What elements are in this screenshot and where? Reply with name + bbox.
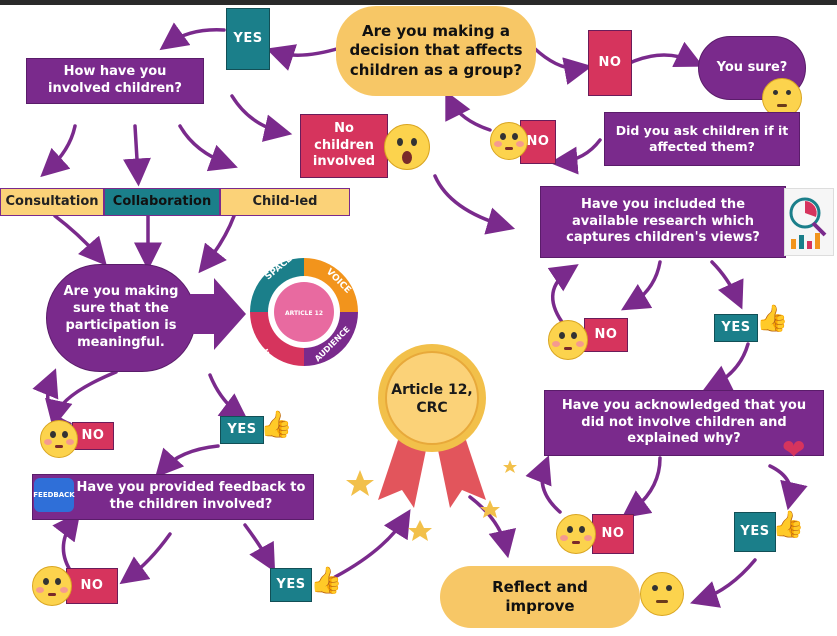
yes-research-node: YES bbox=[714, 314, 758, 342]
thumbs-up-icon-feedback: 👍 bbox=[310, 566, 343, 596]
no-ask-label: NO bbox=[526, 133, 550, 149]
yes-top-label: YES bbox=[233, 30, 263, 46]
no-research-node: NO bbox=[584, 318, 628, 352]
no-top-node: NO bbox=[588, 30, 632, 96]
flushed-emoji-ack bbox=[556, 514, 596, 554]
collaboration-text: Collaboration bbox=[112, 193, 212, 209]
thinking-emoji-bottom bbox=[640, 572, 684, 616]
child-led-text: Child-led bbox=[252, 193, 318, 209]
article-12-text: Article 12, CRC bbox=[391, 381, 473, 416]
child-led-node: Child-led bbox=[220, 188, 350, 216]
no-meaningful-label: NO bbox=[81, 427, 105, 443]
meaningful-question-text: Are you making sure that the participati… bbox=[63, 284, 179, 350]
acknowledged-question-text: Have you acknowledged that you did not i… bbox=[561, 397, 807, 447]
thumbs-up-icon-meaningful: 👍 bbox=[260, 410, 293, 440]
no-feedback-label: NO bbox=[80, 577, 104, 593]
no-ack-label: NO bbox=[601, 525, 625, 541]
thumbs-up-icon-research: 👍 bbox=[756, 304, 789, 334]
meaningful-question-node: Are you making sure that the participati… bbox=[46, 264, 196, 372]
top-border bbox=[0, 0, 837, 5]
flushed-emoji-meaningful bbox=[40, 420, 78, 458]
start-decision-node: Are you making a decision that affects c… bbox=[336, 6, 536, 96]
did-you-ask-node: Did you ask children if it affected them… bbox=[604, 112, 800, 166]
reflect-improve-text: Reflect and improve bbox=[492, 577, 588, 616]
start-decision-text: Are you making a decision that affects c… bbox=[349, 21, 523, 79]
research-question-text: Have you included the available research… bbox=[566, 196, 760, 246]
research-chart-graphic bbox=[789, 197, 827, 249]
how-involved-node: How have you involved children? bbox=[26, 58, 204, 104]
yes-meaningful-label: YES bbox=[227, 421, 257, 437]
yes-top-node: YES bbox=[226, 8, 270, 70]
no-feedback-node: NO bbox=[66, 568, 118, 604]
yes-feedback-label: YES bbox=[276, 576, 306, 592]
thumbs-up-icon-ack: 👍 bbox=[772, 510, 805, 540]
yes-ack-label: YES bbox=[740, 523, 770, 539]
yes-feedback-node: YES bbox=[270, 568, 312, 602]
feedback-speech-icon: FEEDBACK bbox=[33, 478, 75, 512]
consultation-node: Consultation bbox=[0, 188, 104, 216]
yes-ack-node: YES bbox=[734, 512, 776, 552]
no-top-label: NO bbox=[598, 54, 622, 70]
yes-meaningful-node: YES bbox=[220, 416, 264, 444]
no-ack-node: NO bbox=[592, 514, 634, 554]
research-chart-icon bbox=[784, 188, 834, 256]
how-involved-text: How have you involved children? bbox=[48, 64, 182, 96]
no-research-label: NO bbox=[594, 326, 618, 342]
you-sure-text: You sure? bbox=[716, 59, 788, 75]
did-you-ask-text: Did you ask children if it affected them… bbox=[615, 122, 789, 154]
no-children-involved-text: No children involved bbox=[312, 120, 376, 170]
feedback-question-node: Have you provided feedback to the childr… bbox=[32, 474, 314, 520]
yes-research-label: YES bbox=[721, 319, 751, 335]
collaboration-node: Collaboration bbox=[104, 188, 220, 216]
flushed-emoji-feedback bbox=[32, 566, 72, 606]
feedback-question-text: Have you provided feedback to the childr… bbox=[76, 480, 306, 512]
no-children-involved-node: No children involved bbox=[300, 114, 388, 178]
article-12-label: Article 12, CRC bbox=[386, 376, 478, 422]
heart-hand-icon: ❤ bbox=[782, 433, 806, 466]
wheel-center-label: ARTICLE 12 bbox=[285, 310, 323, 317]
consultation-text: Consultation bbox=[5, 193, 99, 209]
flushed-emoji-ask bbox=[490, 122, 528, 160]
flushed-emoji-research bbox=[548, 320, 588, 360]
research-question-node: Have you included the available research… bbox=[540, 186, 786, 258]
shocked-emoji bbox=[384, 124, 430, 170]
reflect-improve-node: Reflect and improve bbox=[440, 566, 640, 628]
acknowledged-question-node: Have you acknowledged that you did not i… bbox=[544, 390, 824, 456]
no-ask-node: NO bbox=[520, 120, 556, 164]
feedback-icon-text: FEEDBACK bbox=[33, 491, 75, 499]
